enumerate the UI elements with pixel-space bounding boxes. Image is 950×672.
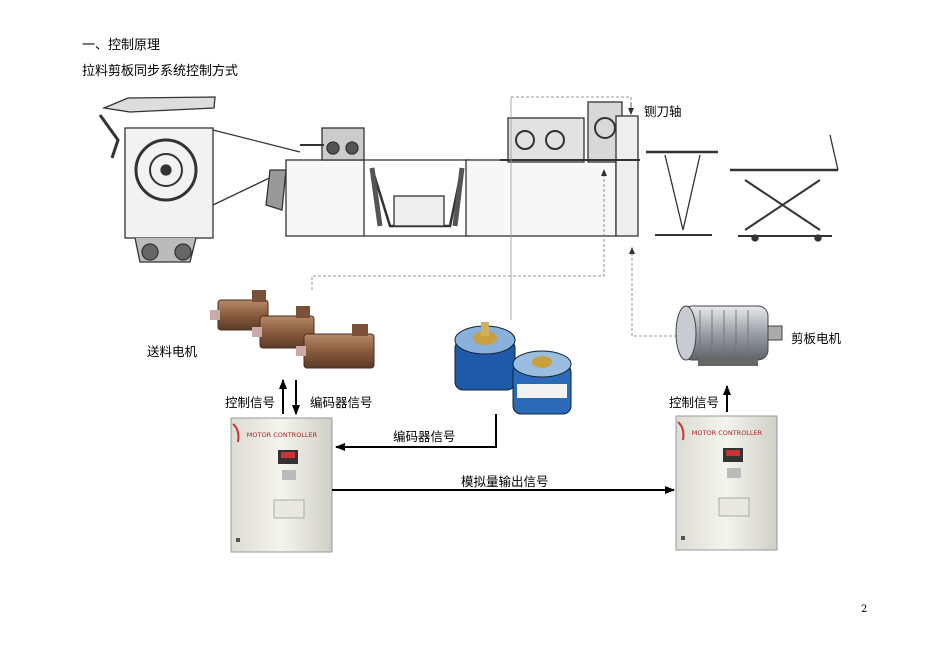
encoder-signal-arrow-mid — [335, 414, 497, 451]
shear-motor-link — [629, 247, 682, 337]
production-line-drawing — [98, 96, 839, 263]
feed-servo-motors — [210, 290, 375, 369]
encoders — [454, 322, 572, 415]
side-knife-shaft-label: 铡刀轴 — [644, 104, 682, 119]
signal-arrows — [279, 379, 731, 494]
control-signal-label-left: 控制信号 — [225, 395, 276, 410]
right-controller: MOTOR CONTROLLER — [675, 415, 778, 551]
coil-reel — [134, 138, 198, 202]
controller-label-right: MOTOR CONTROLLER — [692, 429, 763, 437]
page-number: 2 — [861, 604, 868, 615]
shear-motor-illustration — [675, 305, 783, 366]
diagram-subtitle: 拉料剪板同步系统控制方式 — [82, 64, 239, 79]
encoder-signal-label-top: 编码器信号 — [310, 395, 373, 410]
shear-motor-label: 剪板电机 — [791, 331, 842, 346]
analog-output-label: 模拟量输出信号 — [461, 474, 549, 489]
section-heading: 一、控制原理 — [82, 38, 161, 53]
shear-section-bracket — [511, 96, 632, 104]
encoder-signal-label-mid: 编码器信号 — [393, 429, 456, 444]
feed-motor-link — [311, 169, 607, 290]
left-controller: MOTOR CONTROLLER — [230, 417, 333, 553]
feed-motor-label: 送料电机 — [147, 344, 198, 359]
control-signal-label-right: 控制信号 — [669, 395, 720, 410]
controller-label-left: MOTOR CONTROLLER — [247, 431, 318, 439]
